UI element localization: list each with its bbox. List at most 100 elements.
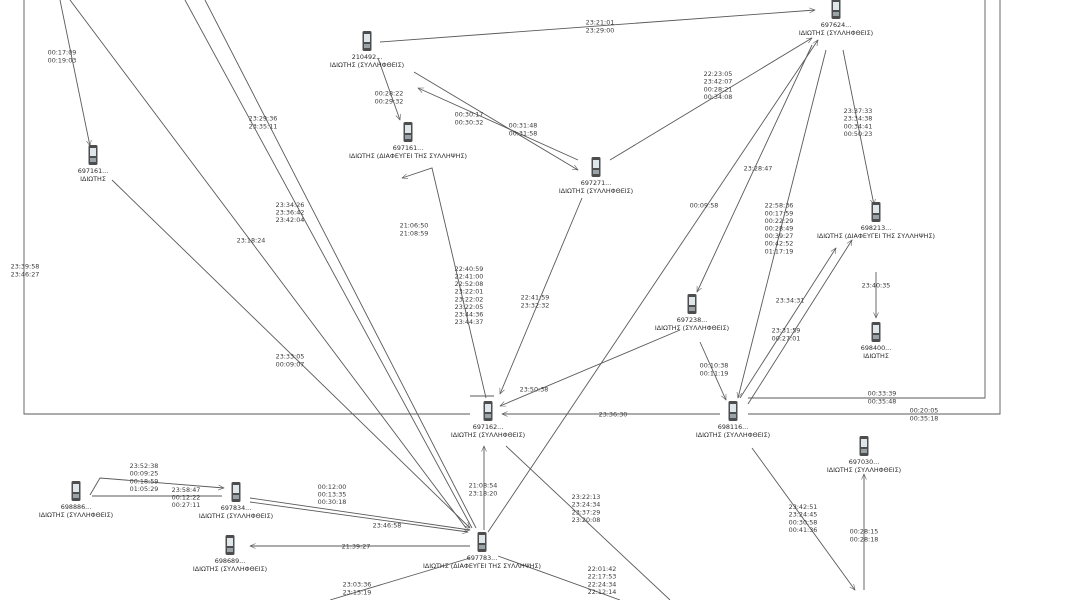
node-n698886[interactable]: 698886...ΙΔΙΩΤΗΣ (ΣΥΛΛΗΦΘΕΙΣ) xyxy=(39,481,113,519)
edge-timestamp: 00:34:08 xyxy=(704,93,733,101)
edge-timestamp: 00:12:00 xyxy=(318,483,347,491)
edge-timestamp: 23:18:24 xyxy=(237,237,266,245)
edge-timestamp: 00:22:29 xyxy=(765,217,794,225)
edge-e36[interactable] xyxy=(329,557,471,600)
edge-timestamp: 23:50:38 xyxy=(520,386,549,394)
edge-e26[interactable] xyxy=(748,0,1001,415)
edge-e23[interactable] xyxy=(699,341,727,400)
edge-label: 23:36:30 xyxy=(599,411,628,419)
edge-e9[interactable] xyxy=(738,49,827,398)
edge-e24[interactable] xyxy=(747,240,853,405)
node-n210492[interactable]: 210492...ΙΔΙΩΤΗΣ (ΣΥΛΛΗΦΘΕΙΣ) xyxy=(330,31,404,69)
edge-timestamp: 23:37:29 xyxy=(572,508,601,516)
edge-timestamp: 22:23:05 xyxy=(704,70,733,78)
edge-timestamp: 23:35:11 xyxy=(249,122,278,130)
edge-timestamp: 00:13:35 xyxy=(318,491,347,499)
edge-timestamp: 23:24:34 xyxy=(572,501,601,509)
edge-timestamp: 00:28:21 xyxy=(704,85,733,93)
node-role: ΙΔΙΩΤΗΣ (ΣΥΛΛΗΦΘΕΙΣ) xyxy=(655,324,729,332)
edge-timestamp: 00:28:22 xyxy=(375,90,404,98)
edge-e8[interactable] xyxy=(696,44,813,292)
node-name: 698689... xyxy=(215,557,246,565)
edge-timestamp: 00:20:05 xyxy=(910,407,939,415)
edge-e2[interactable] xyxy=(609,37,812,161)
edge-e6[interactable] xyxy=(842,49,874,205)
edge-timestamp: 23:34:26 xyxy=(276,201,305,209)
edge-timestamp: 00:34:41 xyxy=(844,122,873,130)
edge-e33[interactable] xyxy=(249,497,470,530)
edge-timestamp: 22:24:34 xyxy=(588,580,617,588)
mobile-phone-icon xyxy=(483,401,493,421)
node-n697238[interactable]: 697238...ΙΔΙΩΤΗΣ (ΣΥΛΛΗΦΘΕΙΣ) xyxy=(655,294,729,332)
edge-e28[interactable] xyxy=(505,445,671,600)
edge-e13[interactable] xyxy=(184,0,473,529)
node-role: ΙΔΙΩΤΗΣ (ΣΥΛΛΗΦΘΕΙΣ) xyxy=(827,466,901,474)
edge-e10[interactable] xyxy=(487,40,818,533)
edge-timestamp: 23:40:35 xyxy=(862,282,891,290)
node-n698116[interactable]: 698116...ΙΔΙΩΤΗΣ (ΣΥΛΛΗΦΘΕΙΣ) xyxy=(696,401,770,439)
edge-timestamp: 00:28:15 xyxy=(850,528,879,536)
edge-timestamp: 00:31:58 xyxy=(509,129,538,137)
mobile-phone-icon xyxy=(88,145,98,165)
edge-e12[interactable] xyxy=(59,0,90,146)
edge-e37[interactable] xyxy=(497,555,621,600)
edge-timestamp: 22:17:53 xyxy=(588,573,617,581)
node-n697783[interactable]: 697783...ΙΔΙΩΤΗΣ (ΔΙΑΦΕΥΓΕΙ ΤΗΣ ΣΥΛΛΗΨΗΣ… xyxy=(423,532,541,570)
edge-e3[interactable] xyxy=(413,71,578,171)
mobile-phone-icon xyxy=(728,401,738,421)
edge-timestamp: 21:08:54 xyxy=(469,482,498,490)
edge-e11[interactable] xyxy=(111,179,470,528)
edge-timestamp: 00:28:49 xyxy=(765,225,794,233)
node-n698689[interactable]: 698689...ΙΔΙΩΤΗΣ (ΣΥΛΛΗΦΘΕΙΣ) xyxy=(193,535,267,573)
node-n697834[interactable]: 697834...ΙΔΙΩΤΗΣ (ΣΥΛΛΗΦΘΕΙΣ) xyxy=(199,482,273,520)
node-role: ΙΔΙΩΤΗΣ (ΣΥΛΛΗΦΘΕΙΣ) xyxy=(559,187,633,195)
edge-e14[interactable] xyxy=(204,0,477,529)
edge-e20[interactable] xyxy=(500,329,681,407)
edge-e4[interactable] xyxy=(418,87,579,161)
node-name: 697834... xyxy=(221,504,252,512)
edge-label: 23:40:35 xyxy=(862,282,891,290)
edge-timestamp: 22:58:36 xyxy=(765,202,794,210)
node-n697271[interactable]: 697271...ΙΔΙΩΤΗΣ (ΣΥΛΛΗΦΘΕΙΣ) xyxy=(559,157,633,195)
node-name: 697238... xyxy=(677,316,708,324)
node-n698213[interactable]: 698213...ΙΔΙΩΤΗΣ (ΔΙΑΦΕΥΓΕΙ ΤΗΣ ΣΥΛΛΗΨΗΣ… xyxy=(817,202,935,240)
node-name: 698116... xyxy=(718,423,749,431)
edge-e22[interactable] xyxy=(739,248,837,399)
edge-e1[interactable] xyxy=(379,10,815,43)
mobile-phone-icon xyxy=(871,322,881,342)
node-n697624[interactable]: 697624...ΙΔΙΩΤΗΣ (ΣΥΛΛΗΦΘΕΙΣ) xyxy=(799,0,873,37)
edge-e31[interactable] xyxy=(89,477,224,496)
edge-e29[interactable] xyxy=(751,447,855,590)
edge-timestamp: 00:17:09 xyxy=(48,49,77,57)
mobile-phone-icon xyxy=(231,482,241,502)
edge-e18[interactable] xyxy=(500,197,583,394)
edge-e16[interactable] xyxy=(23,0,470,415)
edge-e34[interactable] xyxy=(249,501,468,532)
node-n698400[interactable]: 698400...ΙΔΙΩΤΗΣ xyxy=(861,322,892,360)
edge-e17[interactable] xyxy=(402,167,487,399)
nodes-layer: 697624...ΙΔΙΩΤΗΣ (ΣΥΛΛΗΦΘΕΙΣ) 210492...ΙΔ… xyxy=(39,0,935,573)
node-n697030[interactable]: 697030...ΙΔΙΩΤΗΣ (ΣΥΛΛΗΦΘΕΙΣ) xyxy=(827,436,901,474)
edge-e15[interactable] xyxy=(69,0,467,529)
edge-timestamp: 23:44:36 xyxy=(455,311,484,319)
node-role: ΙΔΙΩΤΗΣ (ΔΙΑΦΕΥΓΕΙ ΤΗΣ ΣΥΛΛΗΨΗΣ) xyxy=(349,152,467,160)
node-name: 697783... xyxy=(467,554,498,562)
node-role: ΙΔΙΩΤΗΣ (ΔΙΑΦΕΥΓΕΙ ΤΗΣ ΣΥΛΛΗΨΗΣ) xyxy=(423,562,541,570)
node-role: ΙΔΙΩΤΗΣ (ΣΥΛΛΗΦΘΕΙΣ) xyxy=(39,511,113,519)
edge-e25[interactable] xyxy=(748,0,986,399)
node-n697162[interactable]: 697162...ΙΔΙΩΤΗΣ (ΣΥΛΛΗΦΘΕΙΣ) xyxy=(451,401,525,439)
node-n697161b[interactable]: 697161...ΙΔΙΩΤΗΣ xyxy=(78,145,109,183)
edge-timestamp: 23:31:59 xyxy=(772,327,801,335)
node-n697161a[interactable]: 697161...ΙΔΙΩΤΗΣ (ΔΙΑΦΕΥΓΕΙ ΤΗΣ ΣΥΛΛΗΨΗΣ… xyxy=(349,122,467,160)
edge-e5[interactable] xyxy=(377,57,400,120)
